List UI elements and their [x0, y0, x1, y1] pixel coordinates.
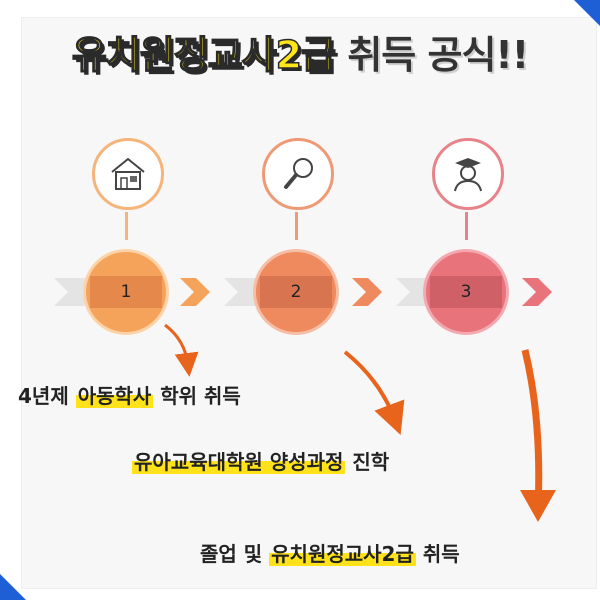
step-3-connector [465, 212, 468, 240]
title-rest: 취득 공식!! [347, 33, 529, 77]
corner-accent-bottom [0, 574, 26, 600]
arrow-2 [343, 350, 405, 435]
page-title: 유치원정교사2급 취득 공식!! [0, 32, 600, 78]
title-highlight: 유치원정교사2급 [71, 32, 337, 78]
step-3-icon-circle [432, 138, 504, 210]
step-3-number: 3 [460, 282, 472, 302]
step-3-text: 졸업 및 유치원정교사2급 취득 [200, 542, 460, 566]
step-2-text: 유아교육대학원 양성과정 진학 [132, 450, 390, 474]
step-1-circle: 1 [86, 252, 166, 332]
step-1-text: 4년제 아동학사 학위 취득 [18, 384, 241, 408]
graduate-icon [454, 158, 482, 192]
step-3-circle: 3 [426, 252, 506, 332]
step-1-number: 1 [120, 282, 132, 302]
step-2-circle: 2 [256, 252, 336, 332]
step-2-icon-circle [262, 138, 334, 210]
step-2-number: 2 [290, 282, 302, 302]
step-1-connector [125, 212, 128, 240]
magnifier-icon [284, 158, 313, 189]
arrow-3-head [520, 490, 556, 522]
step-2-connector [295, 212, 298, 240]
step-1-icon-circle [92, 138, 164, 210]
arrow-1 [164, 323, 199, 377]
corner-accent-top [574, 0, 600, 26]
house-icon [111, 157, 145, 190]
